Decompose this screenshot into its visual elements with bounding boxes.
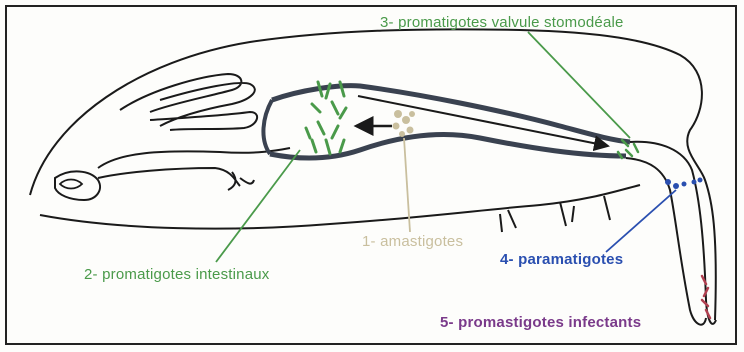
label-promastigotes-intestine: 2- promatigotes intestinaux	[84, 266, 270, 283]
leg-2	[560, 202, 574, 226]
label-amastigotes: 1- amastigotes	[362, 233, 463, 250]
salivary-gland	[120, 74, 257, 130]
leg-1	[500, 210, 516, 232]
label-paramastigotes: 4- paramatigotes	[500, 251, 623, 268]
esophagus	[98, 148, 290, 168]
body-lower-outline	[40, 185, 640, 229]
label-promastigotes-infective: 5- promastigotes infectants	[440, 314, 641, 331]
intestinal-promastigote-cluster	[306, 82, 346, 154]
leader-paramastigotes	[606, 190, 676, 252]
esophagus-lower	[98, 168, 240, 186]
midgut-front	[263, 100, 272, 154]
leader-intestine	[216, 150, 300, 262]
eye	[60, 180, 82, 189]
amastigote-cluster	[393, 110, 416, 137]
leg-3	[604, 196, 610, 220]
label-promastigotes-valve: 3- promatigotes valvule stomodéale	[380, 14, 624, 31]
